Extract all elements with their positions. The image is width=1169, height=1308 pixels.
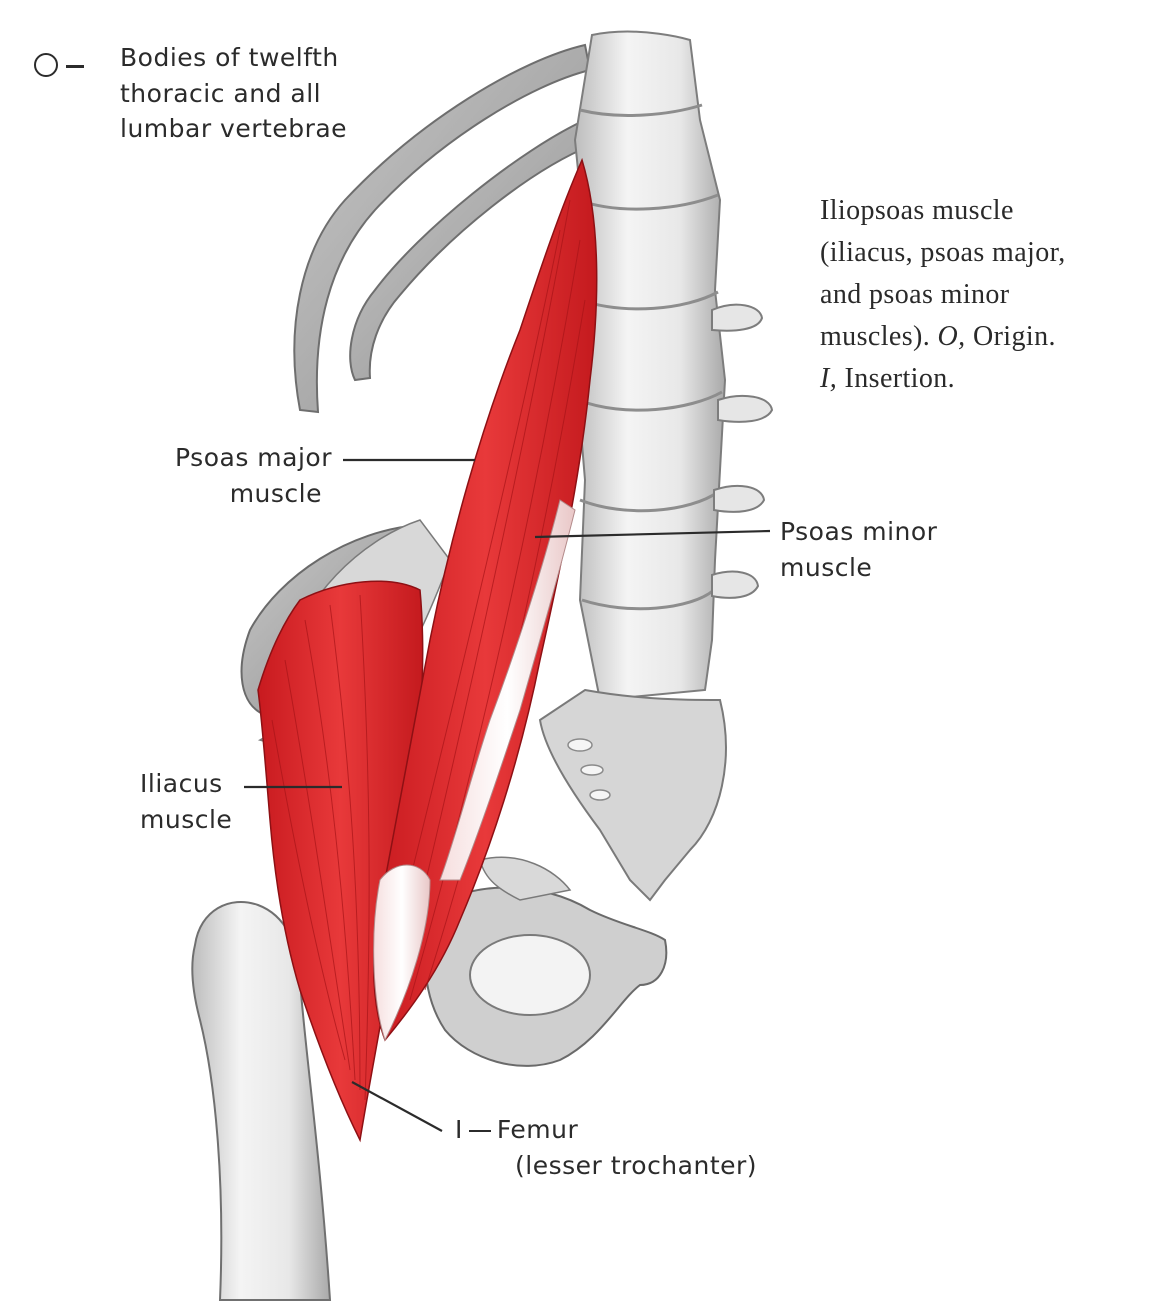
iliopsoas-tendon — [373, 864, 431, 1042]
insertion-dash — [468, 1129, 491, 1133]
iliacus-line-2: muscle — [140, 804, 233, 834]
insertion-femur: Femur — [496, 1115, 579, 1144]
psoas-major-line-2: muscle — [229, 478, 322, 508]
iliacus-line-1: Iliacus — [140, 769, 223, 798]
insertion-line-1: I Femur — [455, 1112, 757, 1148]
caption-line-4-prefix: muscles). — [820, 321, 938, 352]
twelfth-rib — [293, 43, 592, 414]
caption-line-4: muscles). O, Origin. — [820, 316, 1066, 358]
caption-origin-abbrev: O, — [937, 321, 966, 352]
iliacus-label: Iliacus muscle — [140, 766, 232, 837]
rib — [349, 118, 594, 382]
psoas-minor-leader — [534, 529, 771, 539]
origin-label: Bodies of twelfth thoracic and all lumba… — [34, 40, 347, 147]
insertion-line-2: (lesser trochanter) — [515, 1150, 758, 1180]
caption-line-5-suffix: Insertion. — [837, 363, 956, 394]
caption-line-1: Iliopsoas muscle — [820, 195, 1014, 226]
caption-insertion-abbrev: I, — [820, 363, 838, 394]
origin-line-1: Bodies of twelfth — [120, 43, 339, 72]
caption-line-5: I, Insertion. — [820, 358, 1066, 400]
psoas-minor-label: Psoas minor muscle — [780, 514, 937, 585]
caption-line-2: (iliacus, psoas major, — [820, 237, 1066, 268]
femur — [191, 900, 332, 1301]
psoas-major-line-1: Psoas major — [175, 443, 332, 472]
insertion-marker: I — [455, 1115, 463, 1144]
lumbar-vertebrae — [573, 30, 774, 702]
obturator-foramen — [469, 934, 591, 1016]
psoas-minor-line-2: muscle — [780, 552, 873, 582]
leader-lines — [244, 458, 771, 1132]
insertion-label: I Femur (lesser trochanter) — [455, 1112, 757, 1183]
origin-line-2: thoracic and all — [120, 78, 322, 108]
psoas-major-label: Psoas major muscle — [144, 440, 332, 511]
insertion-leader — [351, 1081, 443, 1132]
caption-line-4-suffix: Origin. — [965, 321, 1056, 352]
psoas-minor-muscle — [439, 499, 576, 881]
origin-dash — [66, 65, 84, 68]
figure-caption: Iliopsoas muscle (iliacus, psoas major, … — [820, 190, 1066, 400]
sacral-foramina — [567, 738, 611, 801]
origin-marker — [34, 53, 58, 77]
psoas-minor-line-1: Psoas minor — [780, 517, 938, 546]
sacrum — [538, 688, 727, 902]
origin-line-3: lumbar vertebrae — [120, 114, 348, 143]
caption-line-3: and psoas minor — [820, 279, 1010, 310]
